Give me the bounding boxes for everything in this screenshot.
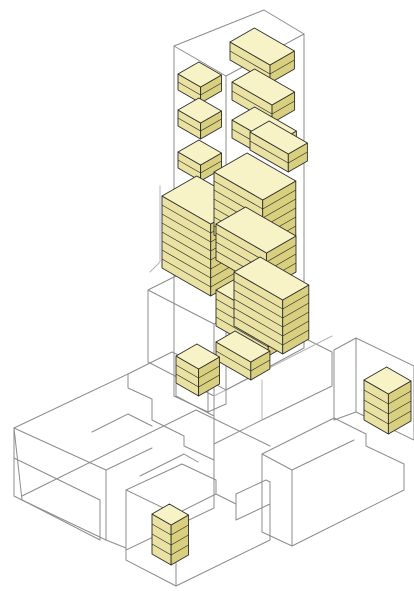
module-stack-top-left-2 <box>178 98 222 139</box>
module-stack-annex <box>364 367 411 434</box>
modules-layer <box>152 28 411 565</box>
base-block-left <box>14 414 152 540</box>
module-stack-top-left-1 <box>178 62 222 103</box>
module-stack-front <box>152 504 189 565</box>
massing-wireframe <box>14 10 414 586</box>
module-stack-podium <box>176 344 220 396</box>
base-block-front <box>126 454 270 586</box>
base-block-right <box>262 418 404 546</box>
